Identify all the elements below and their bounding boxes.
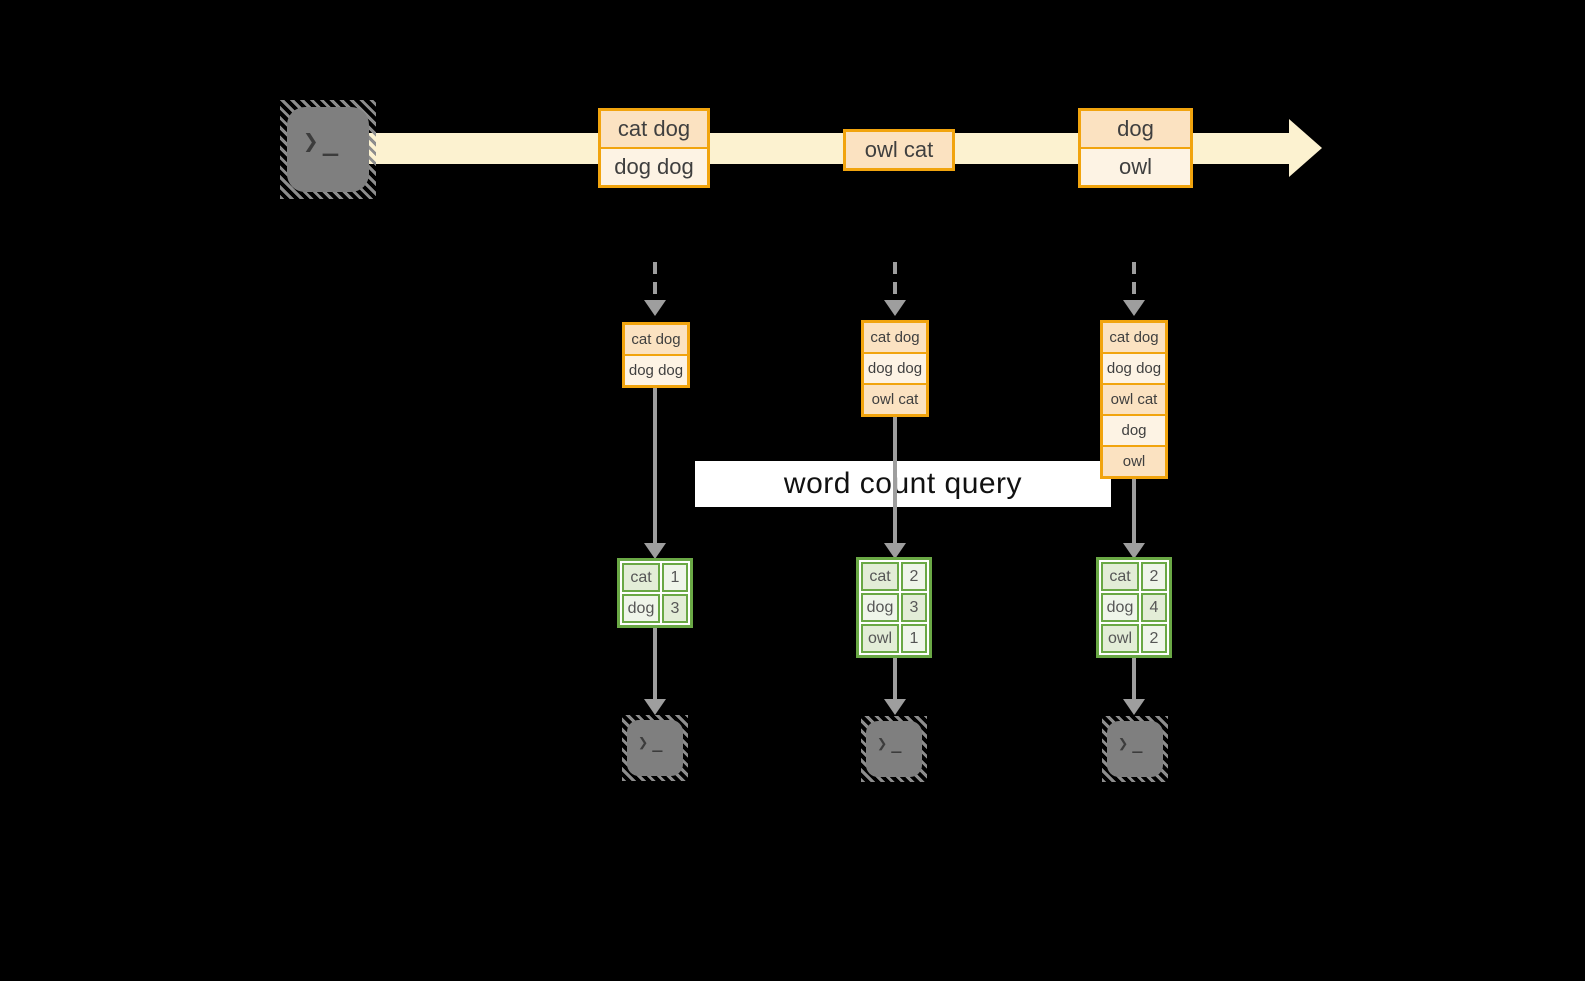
state-line: dog dog (625, 354, 687, 385)
state-line: dog (1103, 414, 1165, 445)
terminal-screen: ❯ _ (1107, 721, 1163, 777)
count-value: 3 (662, 594, 688, 623)
stream-batch-1: cat dog dog dog (598, 108, 710, 188)
prompt-chevron-icon: ❯ (638, 733, 649, 753)
connector-line (893, 411, 897, 544)
arrowhead-icon (644, 699, 666, 715)
arrowhead-icon (884, 300, 906, 316)
count-word: dog (1101, 593, 1139, 622)
count-table-3: cat 2 dog 4 owl 2 (1096, 557, 1172, 658)
state-box-1: cat dog dog dog (622, 322, 690, 388)
prompt-chevron-icon: ❯ (303, 127, 319, 157)
dashed-line (1132, 262, 1136, 300)
arrowhead-icon (644, 300, 666, 316)
count-value: 3 (901, 593, 927, 622)
count-value: 2 (1141, 624, 1167, 653)
connector-line (1132, 652, 1136, 700)
terminal-screen: ❯ _ (287, 107, 369, 192)
terminal-sink-icon: ❯ _ (1102, 716, 1168, 782)
prompt-cursor-icon: _ (1132, 734, 1143, 754)
arrow-down-dashed-icon (1122, 262, 1146, 316)
stream-record: dog dog (601, 147, 707, 185)
terminal-screen: ❯ _ (627, 720, 683, 776)
count-value: 2 (901, 562, 927, 591)
terminal-screen: ❯ _ (866, 721, 922, 777)
connector-line (1132, 473, 1136, 544)
connector-line (653, 384, 657, 544)
count-value: 2 (1141, 562, 1167, 591)
prompt-chevron-icon: ❯ (1118, 734, 1129, 754)
stream-timeline-arrowhead-icon (1289, 119, 1322, 177)
prompt-chevron-icon: ❯ (877, 734, 888, 754)
terminal-sink-icon: ❯ _ (622, 715, 688, 781)
count-word: cat (1101, 562, 1139, 591)
connector-line (653, 622, 657, 700)
arrowhead-icon (1123, 300, 1145, 316)
stream-batch-3: dog owl (1078, 108, 1193, 188)
state-line: dog dog (864, 352, 926, 383)
stream-batch-2: owl cat (843, 129, 955, 171)
stream-record: dog (1081, 111, 1190, 147)
count-value: 1 (662, 563, 688, 592)
count-table-1: cat 1 dog 3 (617, 558, 693, 628)
stream-record: owl cat (846, 132, 952, 168)
arrowhead-icon (644, 543, 666, 559)
arrowhead-icon (884, 699, 906, 715)
arrowhead-icon (1123, 699, 1145, 715)
arrowhead-icon (884, 543, 906, 559)
arrow-down-dashed-icon (643, 262, 667, 316)
connector-line (893, 652, 897, 700)
stream-record: cat dog (601, 111, 707, 147)
state-line: owl cat (864, 383, 926, 414)
prompt-cursor-icon: _ (652, 733, 663, 753)
arrow-down-dashed-icon (883, 262, 907, 316)
state-line: owl cat (1103, 383, 1165, 414)
count-word: dog (861, 593, 899, 622)
count-word: owl (1101, 624, 1139, 653)
count-word: cat (861, 562, 899, 591)
count-value: 4 (1141, 593, 1167, 622)
dashed-line (653, 262, 657, 300)
terminal-sink-icon: ❯ _ (861, 716, 927, 782)
arrowhead-icon (1123, 543, 1145, 559)
query-banner: word count query (695, 461, 1111, 507)
state-line: cat dog (625, 325, 687, 354)
count-table-2: cat 2 dog 3 owl 1 (856, 557, 932, 658)
count-word: dog (622, 594, 660, 623)
prompt-cursor-icon: _ (891, 734, 902, 754)
stream-record: owl (1081, 147, 1190, 185)
state-line: owl (1103, 445, 1165, 476)
state-box-2: cat dog dog dog owl cat (861, 320, 929, 417)
state-line: cat dog (1103, 323, 1165, 352)
state-line: dog dog (1103, 352, 1165, 383)
state-box-3: cat dog dog dog owl cat dog owl (1100, 320, 1168, 479)
dashed-line (893, 262, 897, 300)
terminal-source-icon: ❯ _ (280, 100, 376, 199)
prompt-cursor-icon: _ (322, 127, 339, 157)
count-value: 1 (901, 624, 927, 653)
count-word: cat (622, 563, 660, 592)
state-line: cat dog (864, 323, 926, 352)
count-word: owl (861, 624, 899, 653)
